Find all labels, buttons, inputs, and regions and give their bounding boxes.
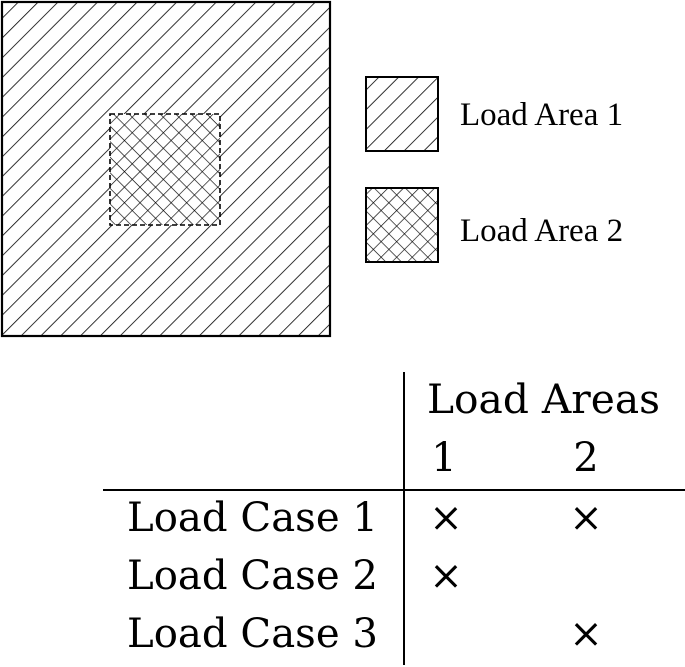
table-group-header: Load Areas	[427, 377, 660, 423]
row-label-load-case-3: Load Case 3	[127, 611, 378, 657]
row-label-load-case-2: Load Case 2	[127, 553, 378, 599]
legend-label-area-2: Load Area 2	[460, 213, 623, 249]
legend: Load Area 1 Load Area 2	[365, 76, 623, 263]
cell-case-1-area-1: ×	[429, 495, 463, 541]
column-header-area-1: 1	[431, 435, 456, 481]
cell-case-2-area-1: ×	[429, 553, 463, 599]
column-header-area-2: 2	[573, 435, 598, 481]
legend-swatch-area-1	[365, 76, 439, 152]
load-case-table: Load Areas 1 2 Load Case 1 Load Case 2 L…	[103, 372, 685, 665]
row-label-load-case-1: Load Case 1	[127, 495, 378, 541]
load-area-2-region	[109, 113, 221, 226]
cell-case-3-area-2: ×	[569, 611, 603, 657]
cell-case-1-area-2: ×	[569, 495, 603, 541]
legend-label-area-1: Load Area 1	[460, 97, 623, 133]
legend-swatch-area-2	[365, 187, 439, 263]
